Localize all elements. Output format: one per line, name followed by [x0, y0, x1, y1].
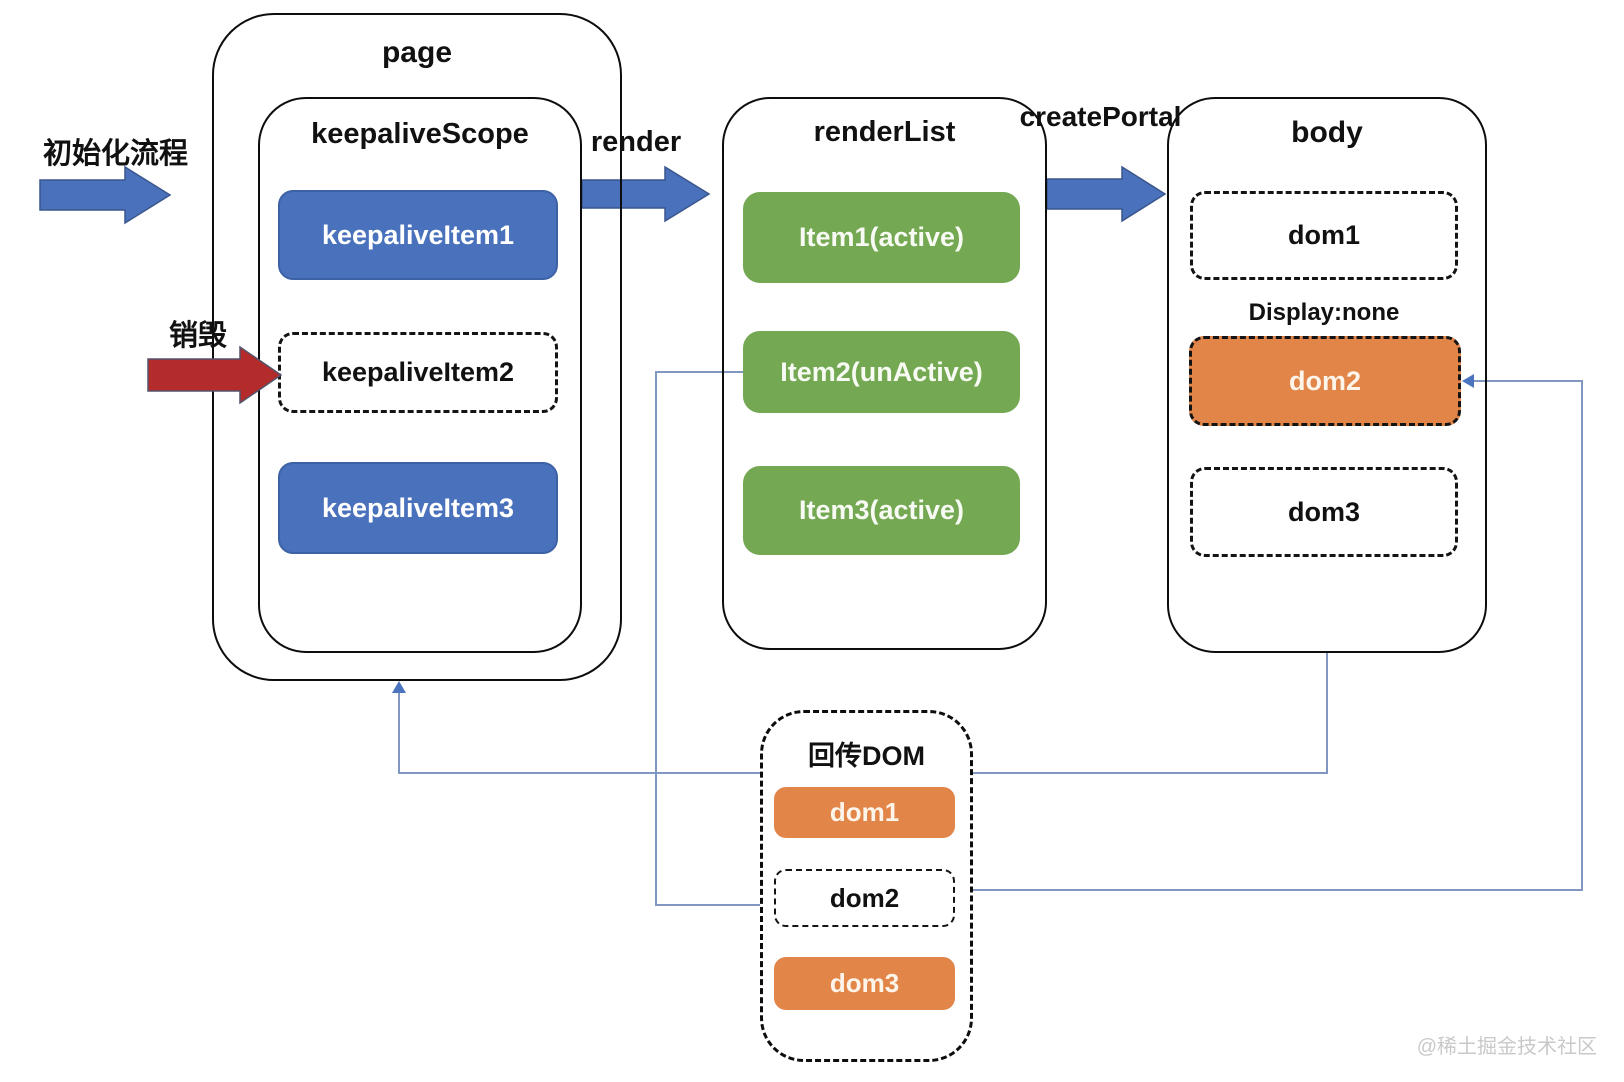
return-dom-dom2: dom2 — [774, 869, 955, 927]
watermark: @稀土掘金技术社区 — [1416, 1036, 1597, 1058]
keepalive-scope-title: keepaliveScope — [311, 118, 529, 150]
render-arrow — [581, 165, 711, 223]
body-title: body — [1291, 116, 1363, 149]
return-dom-dom1: dom1 — [774, 787, 955, 838]
arrowhead-into-body-dom2 — [1462, 374, 1474, 388]
init-flow-label: 初始化流程 — [42, 138, 188, 170]
connector-returndom-to-body-dom2 — [973, 380, 1583, 891]
keepalive-item1: keepaliveItem1 — [278, 190, 558, 280]
init-flow-arrow — [39, 165, 172, 225]
display-none-label: Display:none — [1248, 299, 1400, 326]
destroy-arrow — [147, 345, 283, 405]
page-title: page — [381, 36, 453, 69]
render-list-item1: Item1(active) — [743, 192, 1020, 283]
body-container — [1167, 97, 1487, 653]
render-list-container — [722, 97, 1047, 650]
body-dom2: dom2 — [1189, 336, 1461, 426]
keepalive-item3: keepaliveItem3 — [278, 462, 558, 554]
connector-item2-to-returndom — [655, 371, 764, 906]
render-list-item2: Item2(unActive) — [743, 331, 1020, 413]
destroy-label: 销毁 — [168, 320, 227, 352]
keepalive-item2: keepaliveItem2 — [278, 332, 558, 413]
body-dom3: dom3 — [1190, 467, 1458, 557]
render-list-title: renderList — [813, 116, 956, 148]
create-portal-arrow — [1046, 165, 1167, 223]
body-dom1: dom1 — [1190, 191, 1458, 280]
return-dom-dom3: dom3 — [774, 957, 955, 1010]
page-container — [212, 13, 622, 681]
render-list-item3: Item3(active) — [743, 466, 1020, 555]
render-label: render — [590, 126, 682, 158]
return-dom-title: 回传DOM — [808, 741, 925, 771]
create-portal-label: createPortal — [1019, 101, 1182, 132]
arrowhead-into-page — [392, 681, 406, 693]
